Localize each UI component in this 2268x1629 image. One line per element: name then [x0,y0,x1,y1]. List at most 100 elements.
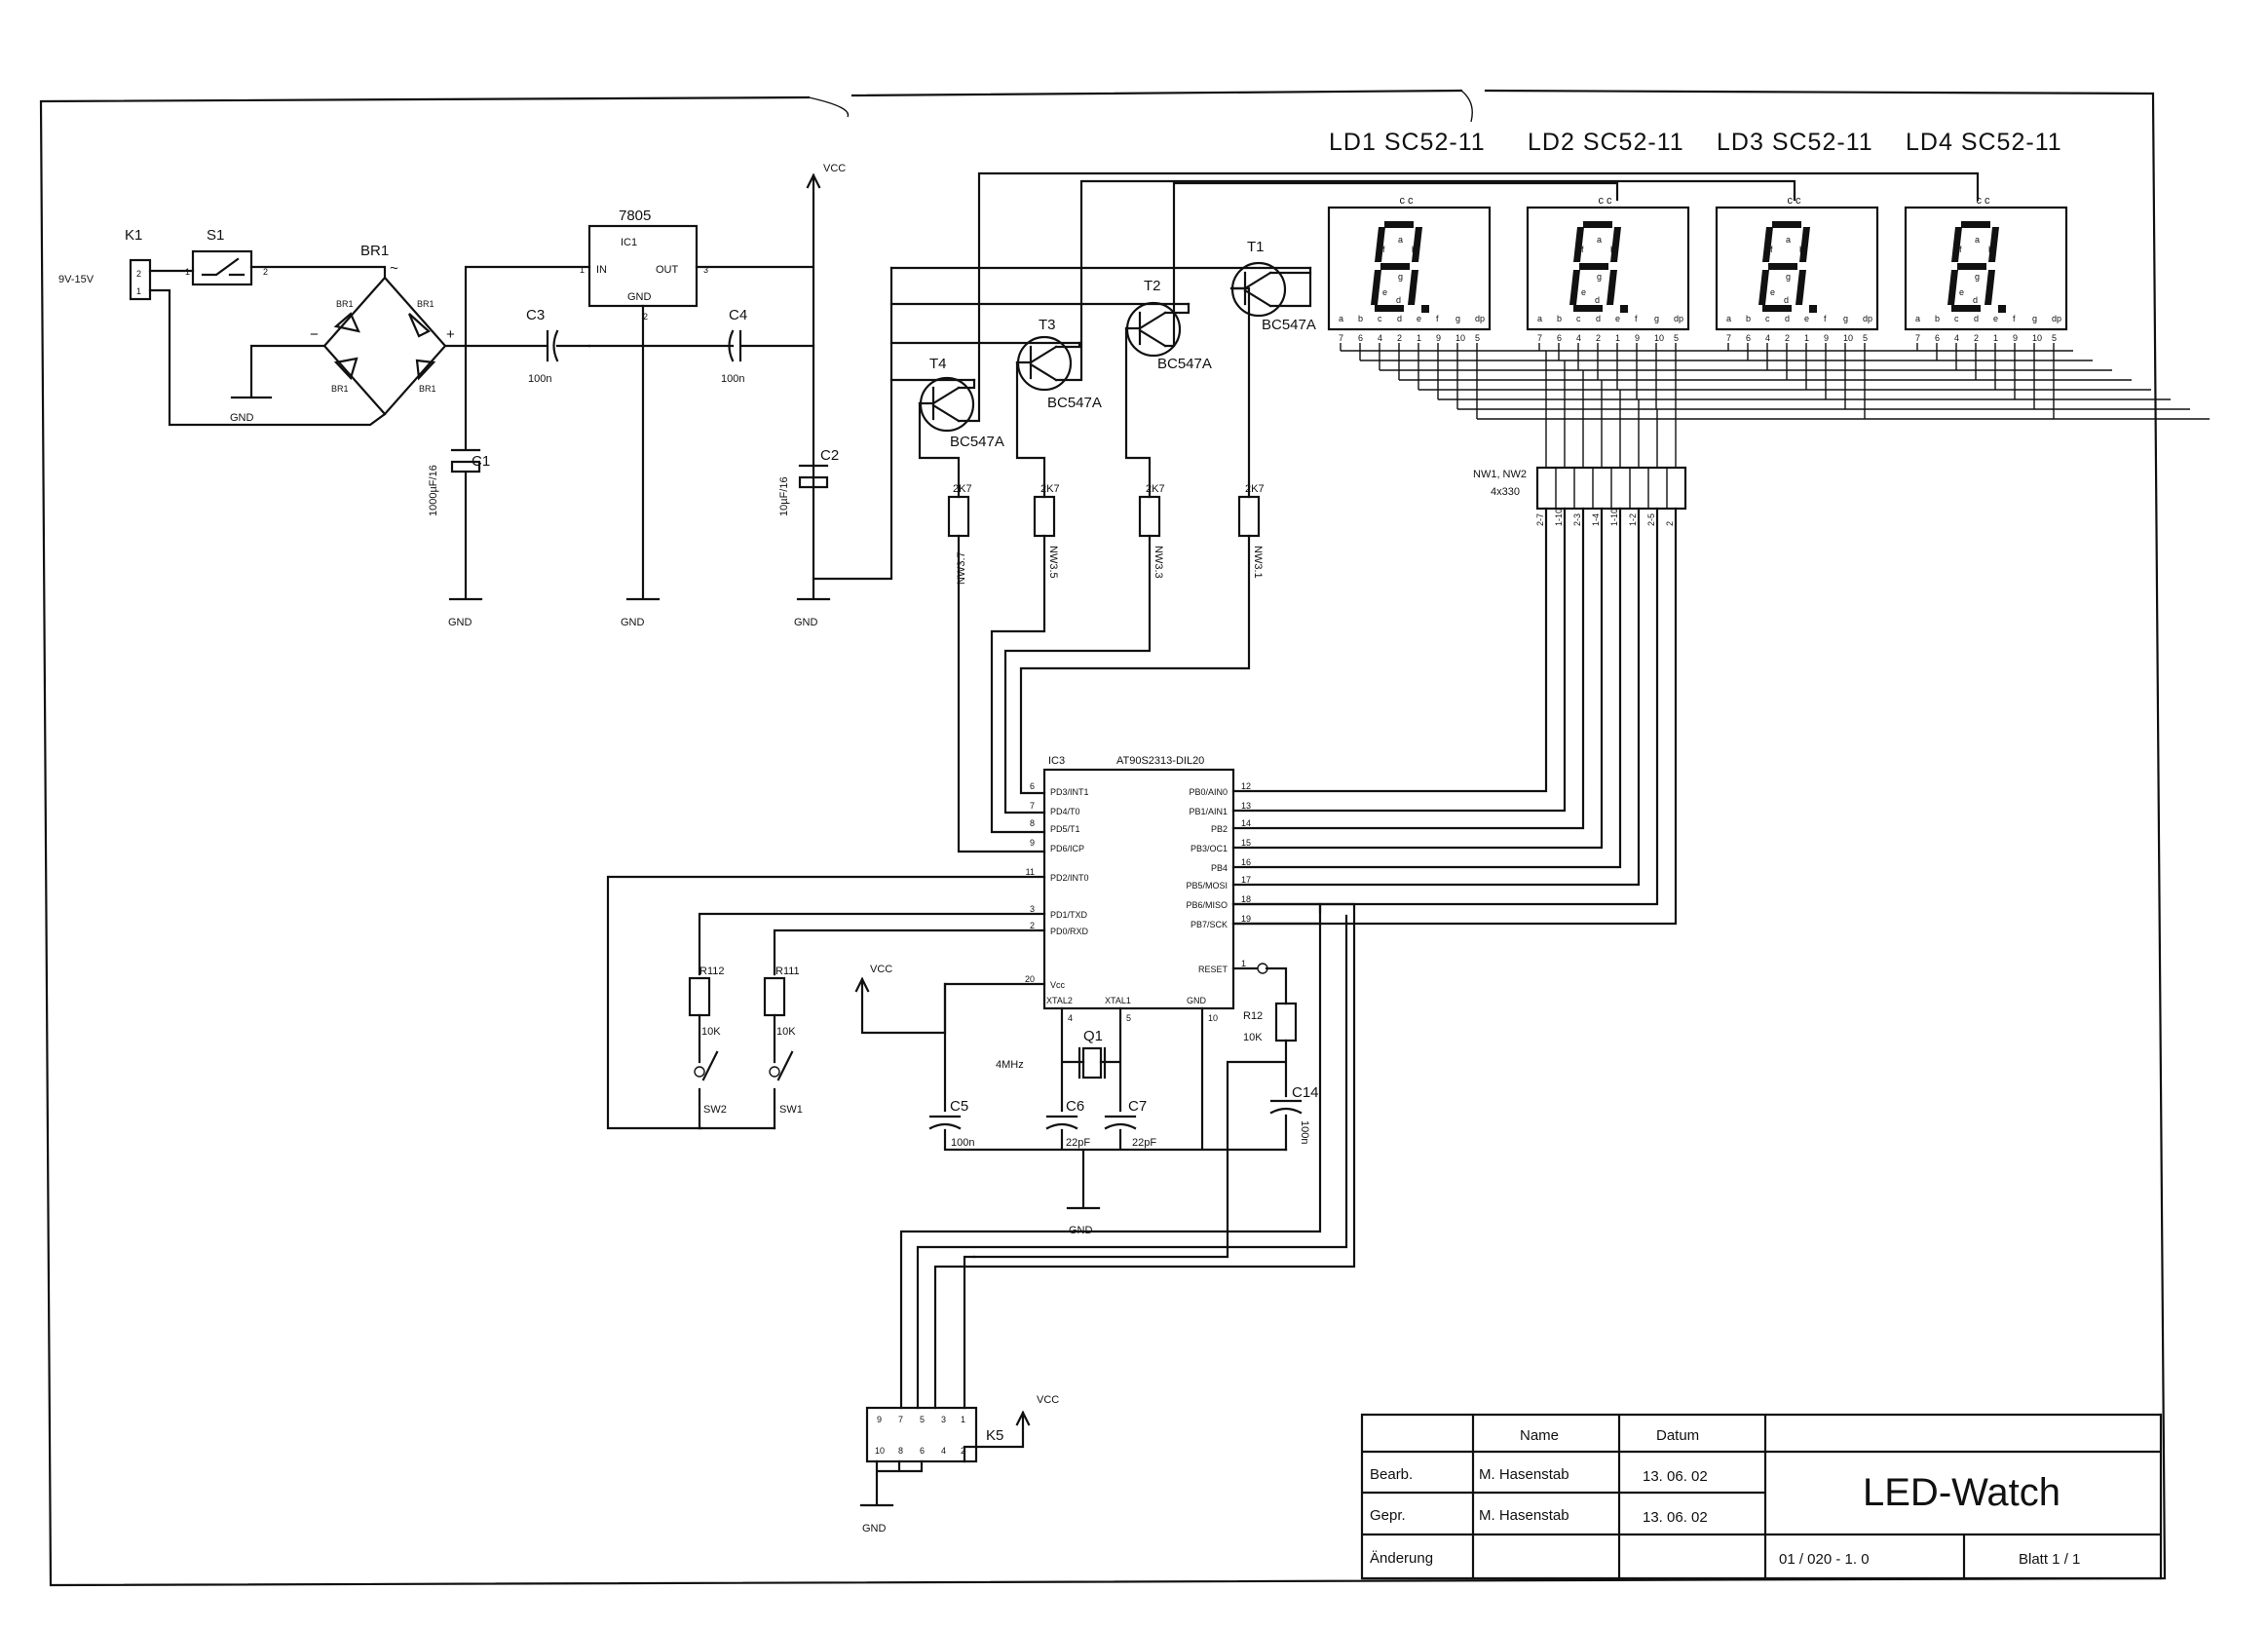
mcu-pin-number: 16 [1241,857,1251,867]
mcu-pin-name: Vcc [1050,980,1066,990]
svg-text:22pF: 22pF [1066,1137,1090,1149]
segment-bar [1606,270,1617,305]
drawing-title: LED-Watch [1863,1471,2060,1514]
segment-pin-label: a [1339,314,1343,323]
mcu-pin-number: 10 [1208,1013,1218,1023]
svg-text:BR1: BR1 [419,384,436,394]
pullup-r112: R112 10K [688,966,724,1038]
segment-pin-number: 1 [1417,333,1421,343]
mcu-pin-name: PD2/INT0 [1050,873,1089,883]
segment-pin-number: 4 [1378,333,1382,343]
switch-sw2[interactable]: SW2 [694,1050,727,1130]
mcu-pin-number: 12 [1241,781,1251,791]
switch-sw1[interactable]: SW1 [769,1050,803,1130]
mcu-pin-name: PD1/TXD [1050,910,1088,920]
segment-pin-number: 9 [1635,333,1640,343]
segment-pin-number: 5 [1475,333,1480,343]
segment-pin-label: dp [2052,314,2061,323]
bridge-rectifier: BR1 ~ BR1 BR1 BR1 BR1 − + [310,243,455,416]
segment-bar [1412,227,1422,262]
decimal-point [1421,305,1429,313]
mcu-pin-number: 18 [1241,894,1251,904]
svg-text:R12: R12 [1243,1010,1263,1022]
segment-pin-label: d [1596,314,1601,323]
svg-text:OUT: OUT [656,264,679,276]
segment-pin-number: 7 [1726,333,1731,343]
svg-text:1-10: 1-10 [1554,509,1564,526]
segment-bar [1799,227,1810,262]
segment-letter: a [1398,235,1403,245]
svg-text:10: 10 [875,1446,885,1456]
segment-pin-label: b [1746,314,1751,323]
segment-letter: d [1595,295,1600,305]
svg-text:2: 2 [263,267,268,277]
segment-bar [1375,227,1385,262]
svg-text:2K7: 2K7 [1040,483,1060,495]
svg-text:01 / 020 - 1. 0: 01 / 020 - 1. 0 [1779,1551,1870,1568]
segment-pin-number: 7 [1915,333,1920,343]
segment-letter: e [1770,287,1775,297]
segment-letter: b [1610,245,1615,254]
title-block: Name Datum Bearb. Gepr. Änderung M. Hase… [1360,1413,2163,1580]
transistor-t1: T1 BC547A [1229,239,1316,333]
segment-pin-number: 6 [1746,333,1751,343]
svg-text:GND: GND [448,617,472,628]
segment-pin-number: 9 [2013,333,2018,343]
segment-pin-number: 7 [1537,333,1542,343]
segment-pin-label: c [1378,314,1382,323]
common-label: c c [1599,195,1613,207]
mcu-pin-name: PB3/OC1 [1191,844,1228,853]
gnd-label: GND [230,412,254,424]
segment-bar [1772,221,1801,228]
svg-text:10K: 10K [776,1026,796,1038]
svg-text:7: 7 [898,1415,903,1424]
svg-text:R112: R112 [699,966,724,977]
capacitor-c14: C14 100n [1269,1084,1319,1152]
vcc-label-top: VCC [823,163,846,174]
mcu-pin-number: 9 [1030,838,1035,848]
segment-bus [1340,343,2210,468]
segment-letter: c [1610,287,1615,297]
segment-pin-number: 6 [1557,333,1562,343]
display-body [1327,206,1492,331]
switch-s1[interactable]: S1 1 2 [185,227,268,286]
vcc-arrow-top [806,172,821,189]
sheet-border [39,89,2167,1587]
mcu-pin-name: PB7/SCK [1191,920,1228,929]
svg-text:K1: K1 [125,227,142,244]
svg-text:AT90S2313-DIL20: AT90S2313-DIL20 [1116,755,1204,767]
segment-bar [1951,227,1962,262]
display-ld4-title: LD4 SC52-11 [1906,129,2062,156]
segment-letter: g [1975,272,1980,282]
segment-letter: e [1581,287,1586,297]
segment-pin-label: e [1993,314,1998,323]
decimal-point [1620,305,1628,313]
svg-text:100n: 100n [528,373,551,385]
crystal-q1: Q1 4MHz [996,1028,1107,1080]
segment-letter: e [1959,287,1964,297]
segment-pin-label: g [2032,314,2037,323]
svg-text:Datum: Datum [1656,1427,1699,1444]
svg-text:NW3.7: NW3.7 [956,551,967,585]
display-ld2-title: LD2 SC52-11 [1528,129,1684,156]
segment-letter: c [1412,287,1417,297]
mcu-pin-name: PB6/MISO [1186,900,1228,910]
svg-text:NW1, NW2: NW1, NW2 [1473,469,1527,480]
segment-pin-label: g [1654,314,1659,323]
segment-letter: a [1786,235,1791,245]
resistor-network: NW1, NW2 4x330 2-7 1-10 2-3 1-4 1-10 1-2… [1473,466,1687,526]
segment-pin-label: a [1915,314,1920,323]
svg-text:NW3.5: NW3.5 [1047,546,1059,579]
segment-bar [1957,263,1986,270]
svg-text:Blatt 1 / 1: Blatt 1 / 1 [2019,1551,2080,1568]
mcu-pin-name: PD4/T0 [1050,807,1080,816]
svg-text:1: 1 [961,1415,965,1424]
segment-letter: b [1988,245,1993,254]
svg-text:1: 1 [580,265,585,275]
segment-pin-number: 6 [1935,333,1940,343]
segment-pin-label: d [1397,314,1402,323]
mcu-pin-name: PD3/INT1 [1050,787,1089,797]
svg-text:NW3.3: NW3.3 [1153,546,1164,579]
segment-pin-number: 10 [1654,333,1664,343]
segment-bar [1951,305,1981,312]
